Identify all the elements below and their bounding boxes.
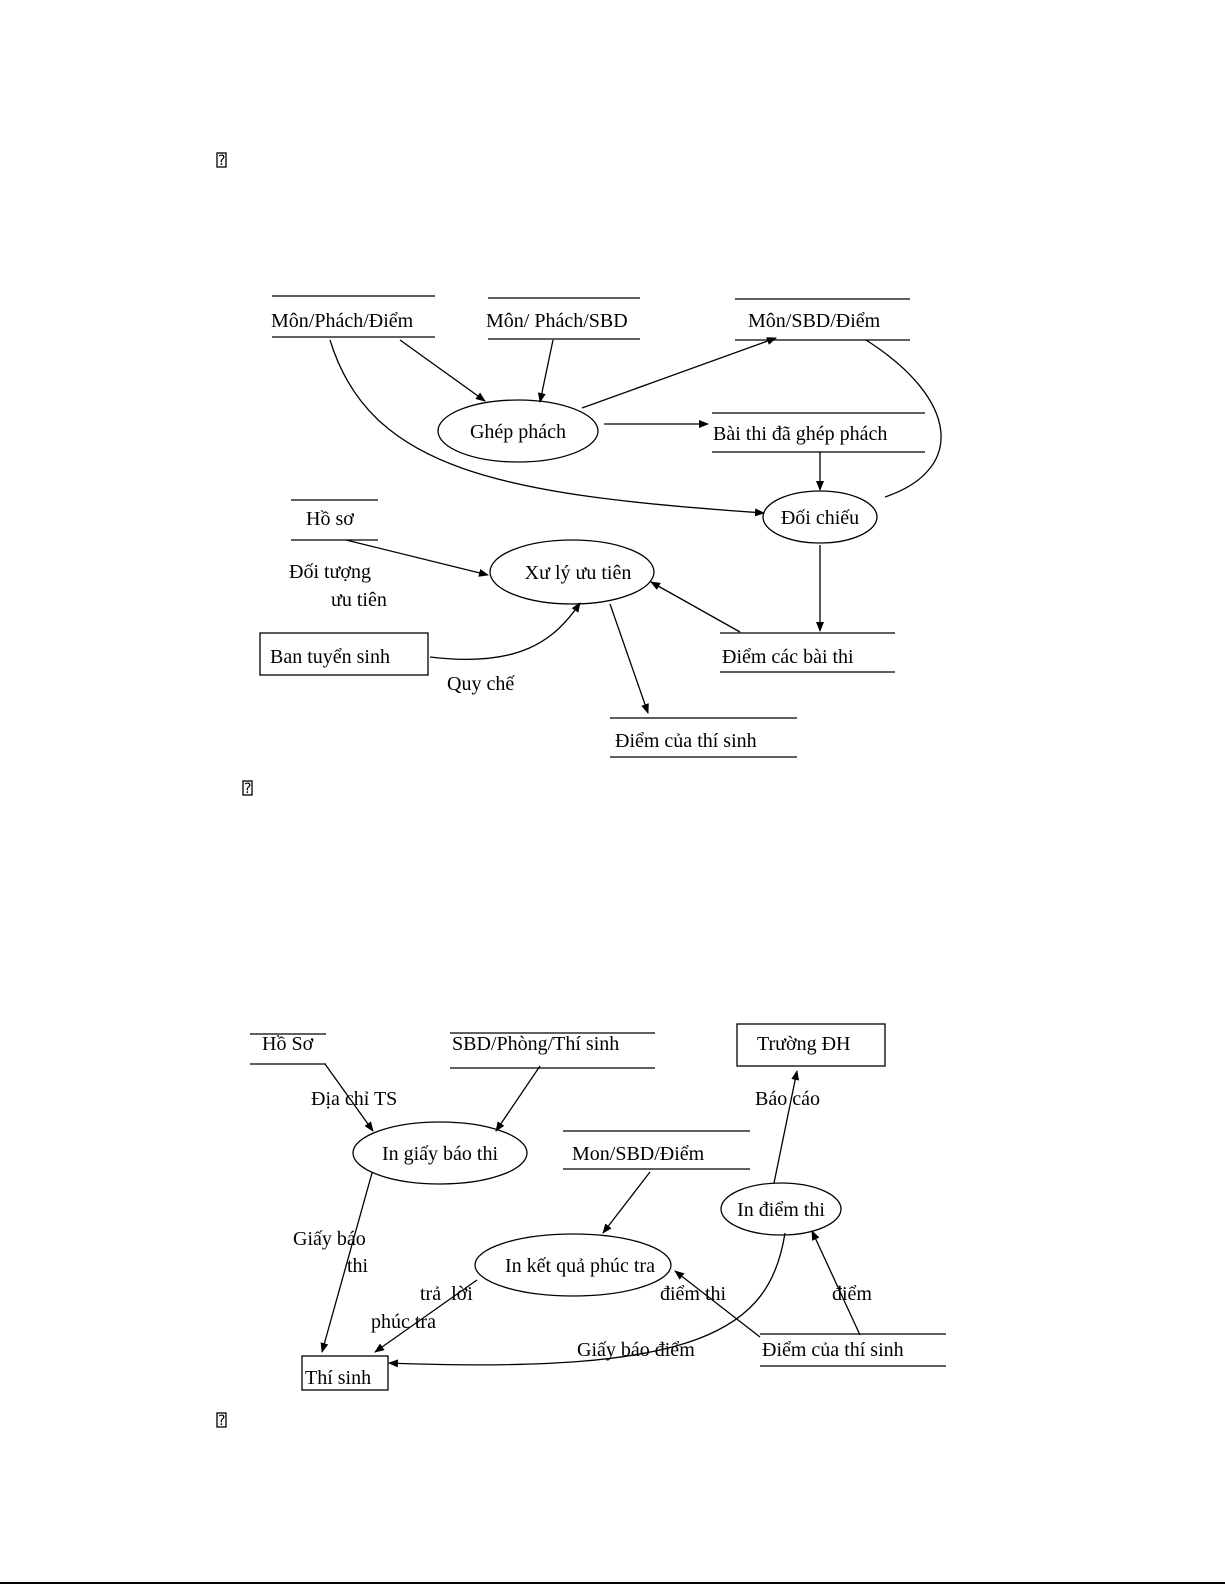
flow-label-dia-chi-ts: Địa chỉ TS — [311, 1088, 397, 1110]
svg-text:In giấy báo thi: In giấy báo thi — [382, 1143, 499, 1165]
data-store-diem-cua-thi-sinh: Điểm của thí sinh — [610, 717, 797, 758]
flow-arrow — [429, 602, 581, 661]
flow-label-thi: thi — [347, 1255, 369, 1277]
entity-thi-sinh: Thí sinh — [301, 1355, 389, 1391]
flow-arrow — [811, 1230, 861, 1336]
svg-text:?: ? — [244, 781, 251, 797]
flow-arrow — [602, 1171, 651, 1234]
svg-text:Hồ Sơ: Hồ Sơ — [262, 1033, 314, 1055]
flow-arrow — [537, 339, 554, 403]
process-in-diem-thi: In điểm thi — [720, 1182, 842, 1236]
svg-text:?: ? — [218, 153, 225, 169]
flow-line — [865, 339, 942, 498]
missing-glyph-icon: ? — [242, 780, 253, 797]
flow-arrow — [374, 1279, 478, 1353]
data-store-bai-thi-da-ghep-phach: Bài thi đã ghép phách — [712, 412, 925, 453]
entity-truong-dh: Trường ĐH — [736, 1023, 886, 1067]
data-store-mon-phach-sbd: Môn/ Phách/SBD — [486, 297, 640, 340]
svg-text:Môn/SBD/Điểm: Môn/SBD/Điểm — [748, 310, 881, 332]
svg-text:SBD/Phòng/Thí sinh: SBD/Phòng/Thí sinh — [452, 1033, 619, 1055]
data-store-mon-sbd-diem: Mon/SBD/Điểm — [563, 1130, 750, 1170]
svg-text:Điểm của thí sinh: Điểm của thí sinh — [615, 730, 757, 752]
flow-arrow — [495, 1065, 541, 1132]
process-doi-chieu: Đối chiếu — [762, 490, 878, 544]
svg-text:In điểm thi: In điểm thi — [737, 1199, 825, 1221]
diagram-2: Hồ Sơ SBD/Phòng/Thí sinh Trường ĐH Địa c… — [250, 1023, 946, 1391]
svg-text:Hồ sơ: Hồ sơ — [306, 508, 354, 530]
svg-text:Ban tuyển sinh: Ban tuyển sinh — [270, 646, 390, 668]
svg-text:Đối chiếu: Đối chiếu — [781, 507, 859, 529]
flow-arrow — [650, 581, 741, 633]
svg-text:Điểm của thí sinh: Điểm của thí sinh — [762, 1339, 904, 1361]
process-xu-ly-uu-tien: Xư lý ưu tiên — [489, 539, 655, 605]
flow-arrow — [609, 603, 649, 714]
process-ghep-phach: Ghép phách — [437, 399, 599, 463]
flow-arrow — [320, 1172, 373, 1353]
svg-text:Xư lý ưu tiên: Xư lý ưu tiên — [525, 562, 632, 584]
svg-text:Bài thi đã ghép phách: Bài thi đã ghép phách — [713, 423, 887, 445]
data-store-sbd-phong-thi-sinh: SBD/Phòng/Thí sinh — [450, 1032, 655, 1069]
flow-label-tra-loi: trả lời — [420, 1283, 473, 1305]
data-store-diem-cua-thi-sinh: Điểm của thí sinh — [760, 1333, 946, 1367]
data-store-mon-phach-diem: Môn/Phách/Điểm — [271, 295, 435, 338]
missing-glyph-icon: ? — [216, 1412, 227, 1429]
flow-arrow — [388, 1232, 786, 1368]
svg-text:Mon/SBD/Điểm: Mon/SBD/Điểm — [572, 1143, 705, 1165]
svg-text:?: ? — [218, 1413, 225, 1429]
flow-arrow — [581, 337, 777, 409]
flow-arrow — [773, 1070, 800, 1184]
flow-label-diem: điểm — [832, 1283, 872, 1305]
flow-arrow — [329, 339, 765, 517]
flow-arrow — [324, 1063, 374, 1132]
flow-label-quy-che: Quy chế — [447, 673, 515, 695]
data-store-ho-so: Hồ sơ — [291, 499, 378, 541]
flow-arrow — [399, 339, 486, 402]
flow-label-giay-bao: Giấy báo — [293, 1228, 366, 1250]
missing-glyph-icon: ? — [216, 152, 227, 169]
flow-label-phuc-tra: phúc tra — [371, 1311, 436, 1333]
svg-text:Điểm các bài thi: Điểm các bài thi — [722, 646, 854, 668]
svg-text:Ghép phách: Ghép phách — [470, 421, 566, 443]
flow-label-giay-bao-diem: Giấy báo điểm — [577, 1339, 695, 1361]
flow-arrow — [674, 1270, 761, 1338]
svg-text:In kết quả phúc tra: In kết quả phúc tra — [505, 1255, 655, 1277]
svg-text:Môn/ Phách/SBD: Môn/ Phách/SBD — [486, 310, 628, 332]
flow-label-doi-tuong: Đối tượng — [289, 561, 371, 583]
svg-text:Thí sinh: Thí sinh — [305, 1367, 371, 1389]
data-store-diem-cac-bai-thi: Điểm các bài thi — [720, 632, 895, 673]
entity-ban-tuyen-sinh: Ban tuyển sinh — [259, 632, 429, 676]
data-store-mon-sbd-diem: Môn/SBD/Điểm — [735, 298, 910, 341]
svg-text:Trường ĐH: Trường ĐH — [757, 1033, 850, 1055]
flow-label-diem-thi: điểm thi — [660, 1283, 727, 1305]
diagram-1: Môn/Phách/Điểm Môn/ Phách/SBD Môn/SBD/Đi… — [259, 295, 942, 758]
flow-label-bao-cao: Báo cáo — [755, 1088, 820, 1110]
process-in-ket-qua-phuc-tra: In kết quả phúc tra — [474, 1233, 672, 1297]
flow-arrow — [345, 539, 489, 577]
flow-label-uu-tien: ưu tiên — [331, 589, 387, 611]
process-in-giay-bao-thi: In giấy báo thi — [352, 1121, 528, 1185]
data-store-ho-so: Hồ Sơ — [250, 1033, 326, 1065]
svg-text:Môn/Phách/Điểm: Môn/Phách/Điểm — [271, 310, 414, 332]
